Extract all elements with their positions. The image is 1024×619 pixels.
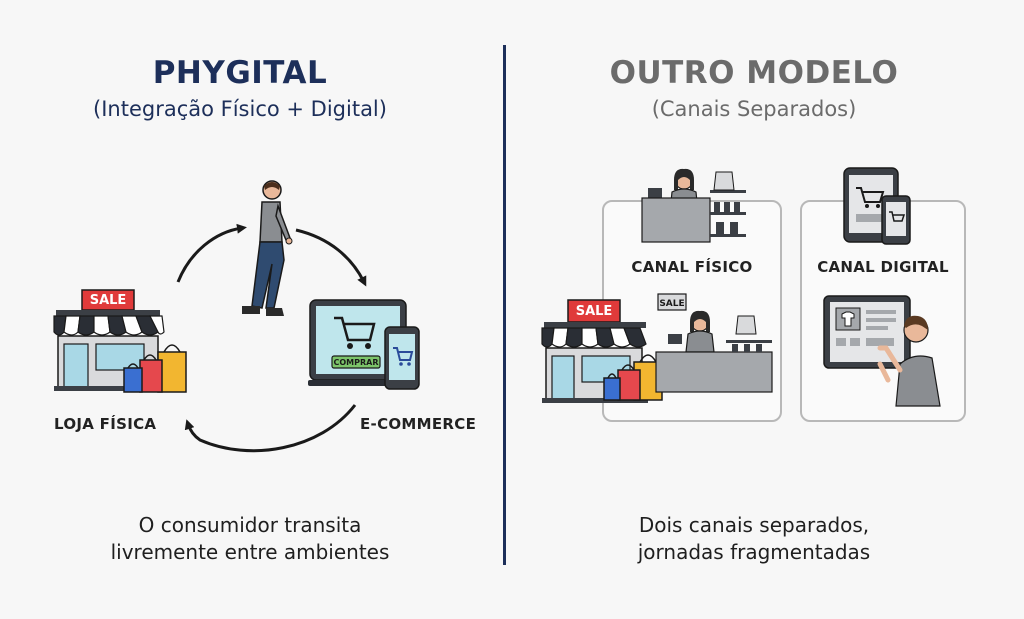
phygital-caption-line2: livremente entre ambientes: [110, 540, 390, 564]
phygital-caption-line1: O consumidor transita: [138, 513, 362, 537]
other-model-title: OUTRO MODELO: [609, 55, 899, 91]
store-label: LOJA FÍSICA: [54, 415, 157, 433]
ecommerce-label: E-COMMERCE: [360, 415, 477, 433]
phygital-title: PHYGITAL: [152, 55, 328, 91]
store-sale-sign: SALE: [89, 293, 127, 308]
smartphone-cart-icon: [384, 326, 420, 390]
buy-button[interactable]: COMPRAR: [333, 358, 379, 367]
other-model-caption-line2: jornadas fragmentadas: [637, 540, 871, 564]
other-model-subtitle: (Canais Separados): [651, 97, 857, 121]
cycle-arrow-icon: [295, 228, 367, 287]
digital-channel-label: CANAL DIGITAL: [817, 258, 949, 276]
physical-channel-label: CANAL FÍSICO: [631, 258, 753, 276]
touchscreen-shopper-icon: [823, 295, 941, 407]
center-divider: [503, 45, 506, 565]
cycle-arrows: [176, 223, 367, 453]
shopping-bags-icon: [603, 354, 663, 401]
shopping-bags-icon: [123, 344, 187, 393]
cashier-icon: [655, 293, 773, 393]
cashier-icon: [641, 168, 746, 243]
walking-person-icon: [242, 180, 293, 316]
phygital-subtitle: (Integração Físico + Digital): [93, 97, 387, 121]
storefront-icon: [541, 299, 648, 403]
store-sale-sign: SALE: [575, 304, 613, 319]
tablet-cart-icon: [843, 167, 911, 245]
other-model-caption-line1: Dois canais separados,: [638, 513, 870, 537]
cart-icon: [334, 316, 376, 342]
cycle-arrow-icon: [184, 404, 357, 453]
counter-sale-sign: SALE: [659, 299, 685, 309]
cycle-arrow-icon: [176, 223, 247, 283]
